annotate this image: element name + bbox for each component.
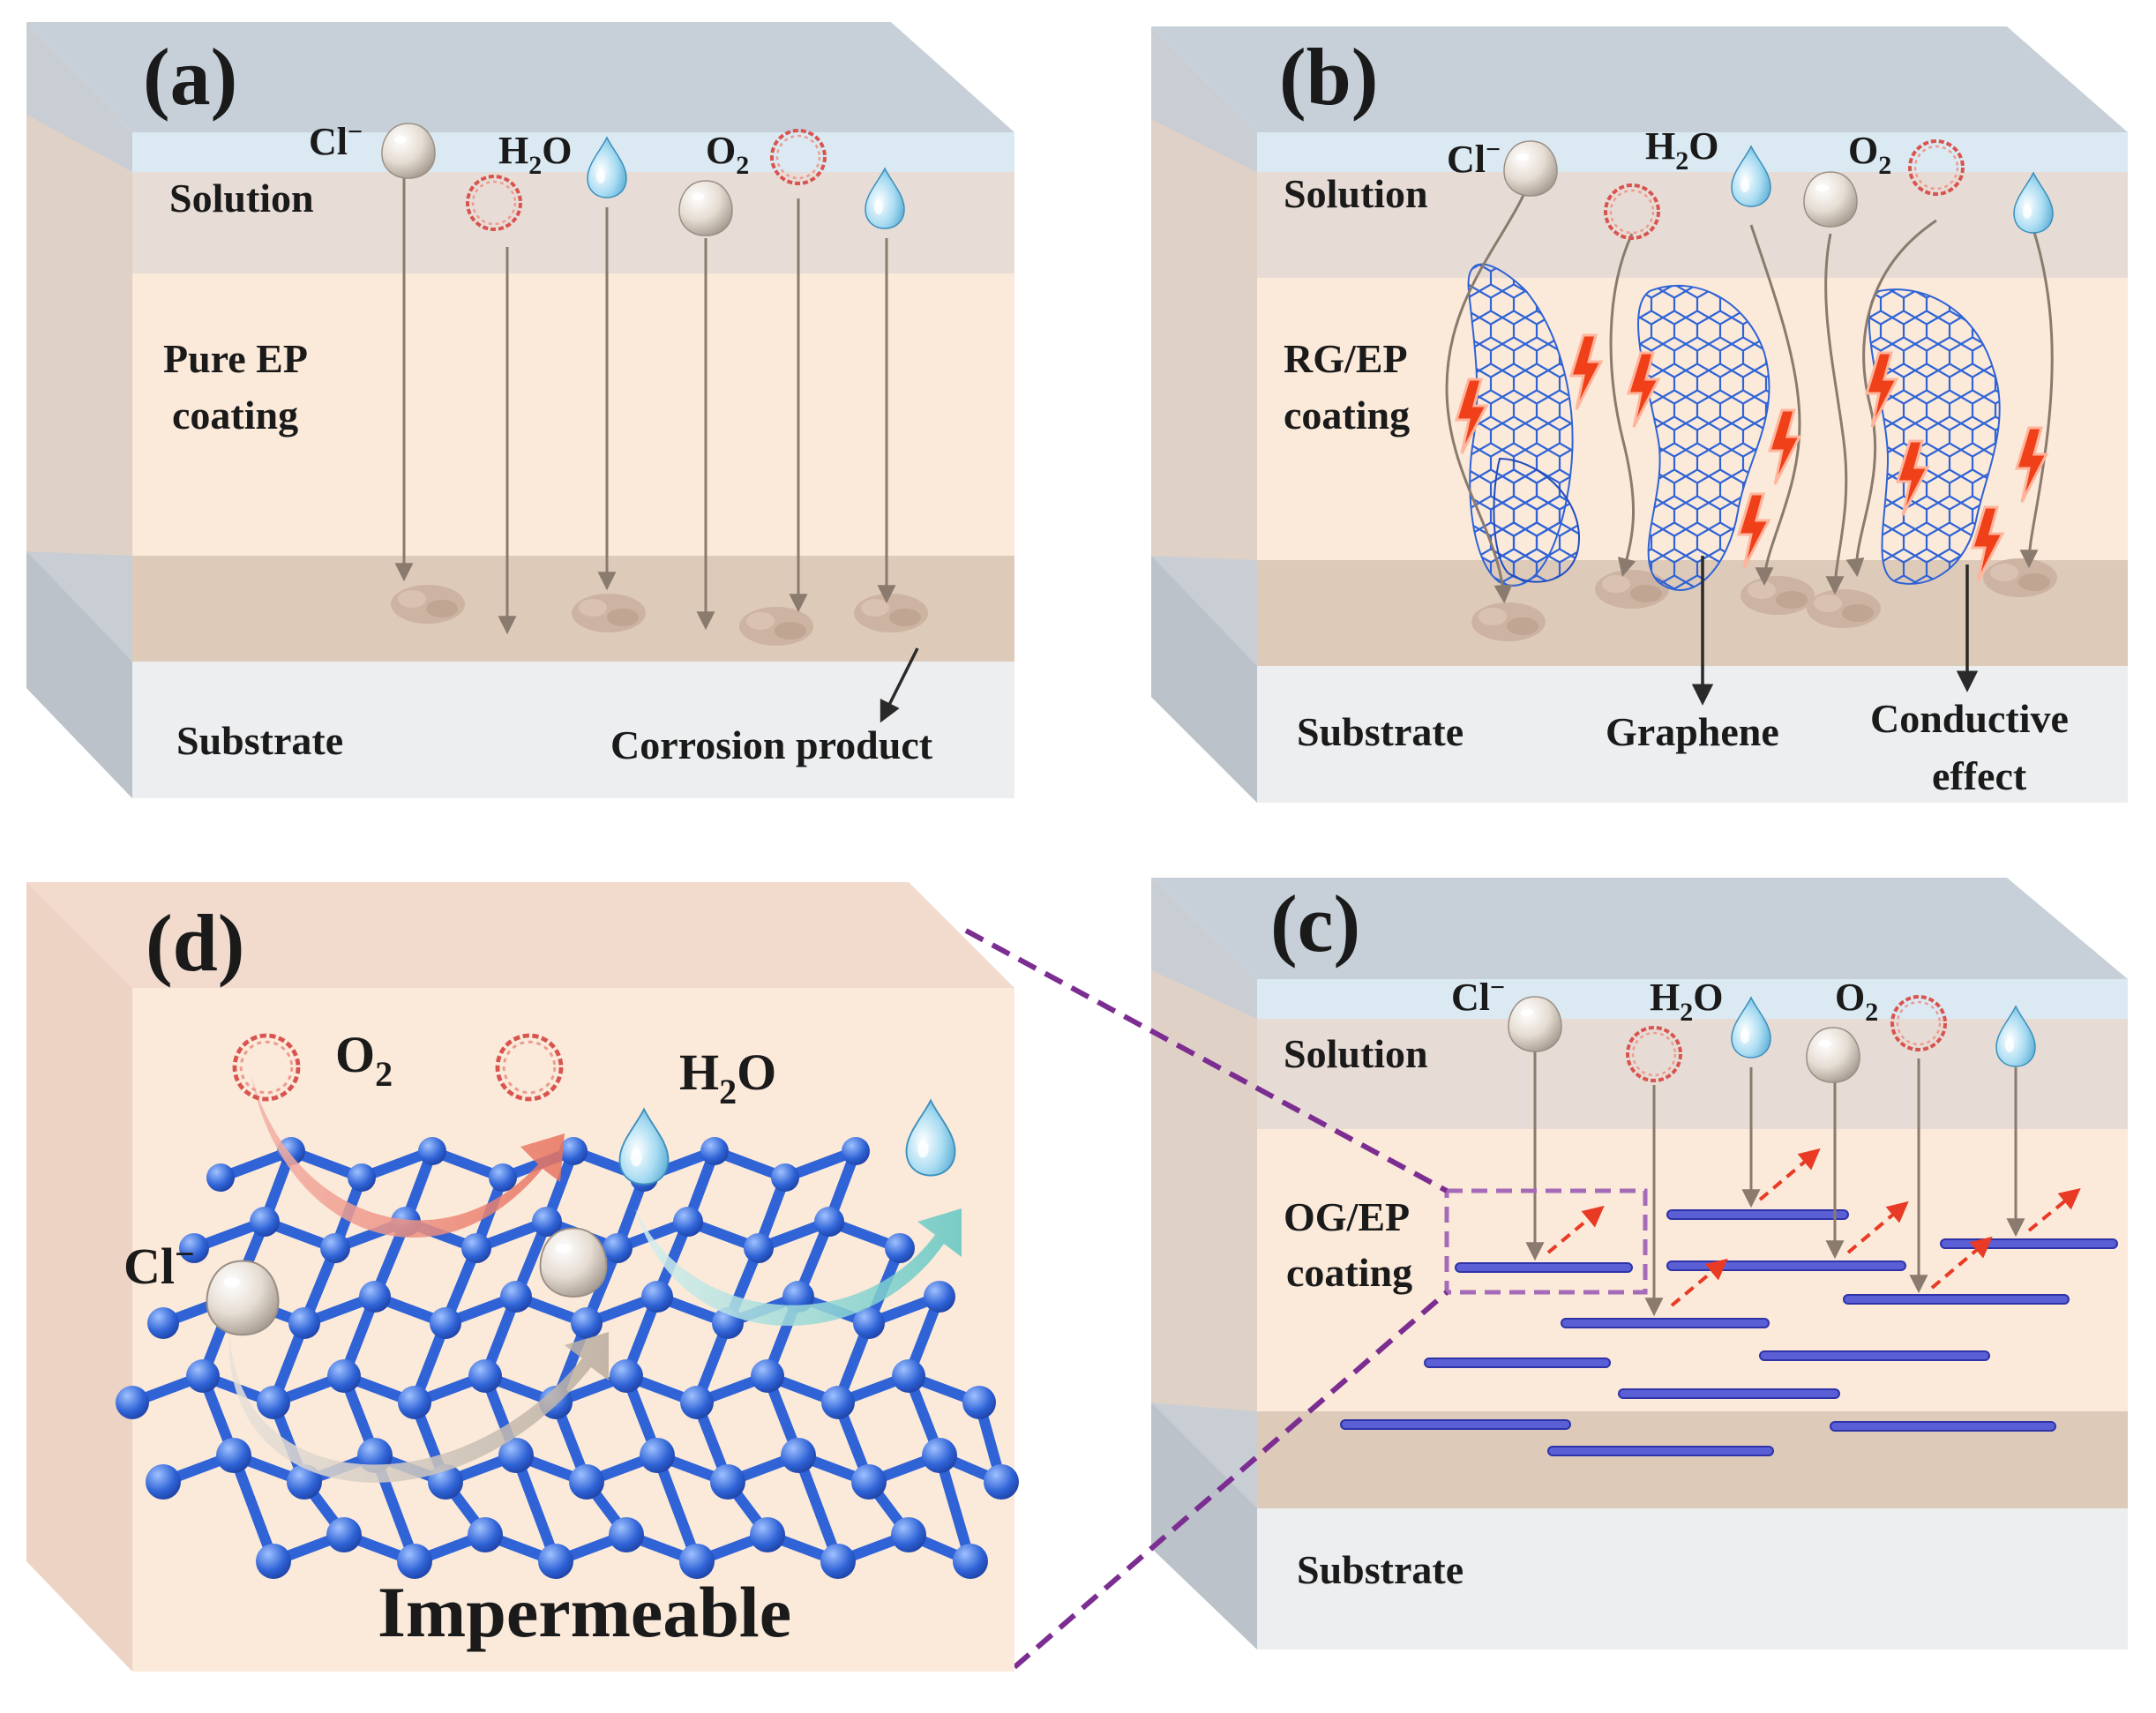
corrosion-product-label: Corrosion product xyxy=(610,722,933,767)
graphene-sheet xyxy=(1424,1358,1611,1368)
block-top-face xyxy=(26,22,1014,132)
solution-label: Solution xyxy=(1284,171,1428,216)
substrate-label: Substrate xyxy=(176,718,343,763)
oxygen-label: O2 xyxy=(1848,129,1891,180)
graphene-sheet xyxy=(1666,1209,1849,1220)
water-rebound-arrow xyxy=(635,1208,962,1327)
chloride-ion-icon xyxy=(678,180,733,236)
graphene-sheet xyxy=(1547,1446,1774,1456)
substrate-label: Substrate xyxy=(1297,1547,1464,1592)
deflected-path-arrow xyxy=(1930,1236,1993,1290)
zoom-connector-line xyxy=(1013,1290,1449,1670)
panel-c-og-ep: (c) Cl− H2O O2 Solution OG/EP coating Su… xyxy=(1151,878,2128,1649)
chloride-ion-icon xyxy=(539,1227,608,1298)
graphene-cluster xyxy=(1868,288,2001,585)
graphene-sheet xyxy=(1940,1238,2118,1249)
chloride-ion-icon xyxy=(1803,171,1858,228)
coating-label-line2: coating xyxy=(1286,1250,1412,1295)
corrosion-blob xyxy=(739,607,813,646)
panel-label-d: (d) xyxy=(146,898,244,988)
chloride-label: Cl− xyxy=(1447,135,1501,181)
coating-label-line1: Pure EP xyxy=(163,336,308,381)
solution-label: Solution xyxy=(1284,1031,1428,1076)
chloride-label: Cl− xyxy=(309,117,363,163)
tortuous-path-arrow xyxy=(1609,233,1636,578)
graphene-cluster xyxy=(1467,263,1581,587)
panel-label-c: (c) xyxy=(1270,879,1360,969)
panel-d-impermeable: (d) O2 H2O Cl− Impermeable xyxy=(26,882,1019,1672)
oxygen-label: O2 xyxy=(706,129,749,180)
corrosion-blob xyxy=(1983,558,2057,597)
chloride-label: Cl− xyxy=(124,1234,195,1295)
corrosion-blob xyxy=(572,594,646,632)
coating-label-line2: coating xyxy=(1284,393,1410,438)
chloride-ion-icon xyxy=(206,1260,280,1336)
tortuous-path-arrow xyxy=(1749,224,1801,587)
zoom-region-box xyxy=(1444,1188,1648,1295)
chloride-rebound-arrow xyxy=(228,1332,609,1483)
chloride-ion-icon xyxy=(1503,140,1558,197)
substrate-label: Substrate xyxy=(1297,709,1464,754)
graphene-sheet xyxy=(1666,1260,1906,1271)
graphene-sheet xyxy=(1618,1388,1840,1399)
deflected-path-arrow xyxy=(1546,1205,1605,1254)
oxygen-rebound-arrow xyxy=(251,1076,565,1238)
impermeable-label: Impermeable xyxy=(378,1572,791,1652)
oxygen-label: O2 xyxy=(335,1026,393,1094)
panel-label-a: (a) xyxy=(143,32,237,122)
corrosion-blob xyxy=(854,594,928,632)
graphene-sheet xyxy=(1561,1318,1770,1328)
graphene-sheet xyxy=(1455,1262,1633,1273)
zoom-connector-line xyxy=(964,928,1449,1193)
conductive-label-line1: Conductive xyxy=(1870,696,2069,741)
water-label: H2O xyxy=(679,1044,776,1111)
chloride-label: Cl− xyxy=(1451,973,1505,1019)
solution-label: Solution xyxy=(169,176,314,221)
water-label: H2O xyxy=(1645,124,1718,176)
corrosion-blob xyxy=(391,585,465,624)
tortuous-path-arrow xyxy=(1845,219,1937,578)
chloride-ion-icon xyxy=(1508,996,1562,1052)
deflected-path-arrow xyxy=(1758,1148,1821,1201)
substrate-layer xyxy=(132,662,1014,798)
corrosion-blob xyxy=(1807,589,1881,628)
chloride-ion-icon xyxy=(381,123,436,179)
coating-label-line1: RG/EP xyxy=(1284,336,1408,381)
corrosion-pointer-arrow xyxy=(880,647,919,723)
oxygen-label: O2 xyxy=(1835,976,1878,1027)
deflected-path-arrow xyxy=(1670,1258,1728,1307)
graphene-sheet xyxy=(1340,1419,1571,1430)
graphene-sheet xyxy=(1759,1350,1990,1361)
graphene-label: Graphene xyxy=(1606,709,1779,754)
graphene-sheets xyxy=(1340,1209,2118,1456)
water-label: H2O xyxy=(498,129,572,180)
graphene-sheet xyxy=(1830,1421,2056,1432)
coating-layer xyxy=(132,273,1014,556)
solution-top-strip xyxy=(132,132,1014,172)
deflected-path-arrow xyxy=(2027,1187,2081,1232)
corrosion-blob xyxy=(1471,602,1546,641)
corrosion-blob xyxy=(1741,576,1815,615)
panel-b-rg-ep: (b) Cl− H2O O2 Solution RG/EP coating Su… xyxy=(1151,26,2128,803)
tortuous-path-arrow xyxy=(2019,228,2054,569)
chloride-ion-icon xyxy=(1806,1027,1860,1083)
coating-label-line1: OG/EP xyxy=(1284,1194,1410,1239)
graphene-cluster xyxy=(1637,284,1770,591)
graphene-sheet xyxy=(1843,1294,2070,1305)
water-label: H2O xyxy=(1650,976,1723,1027)
conductive-label-line2: effect xyxy=(1932,753,2027,798)
panel-label-b: (b) xyxy=(1279,32,1378,122)
panel-a-pure-ep: (a) Cl− H2O O2 Solution Pure EP coating … xyxy=(26,22,1014,798)
tortuous-path-arrow xyxy=(1824,233,1848,595)
deflected-path-arrow xyxy=(1846,1201,1909,1254)
coating-label-line2: coating xyxy=(172,393,298,438)
tortuous-path-arrow xyxy=(1445,189,1528,604)
